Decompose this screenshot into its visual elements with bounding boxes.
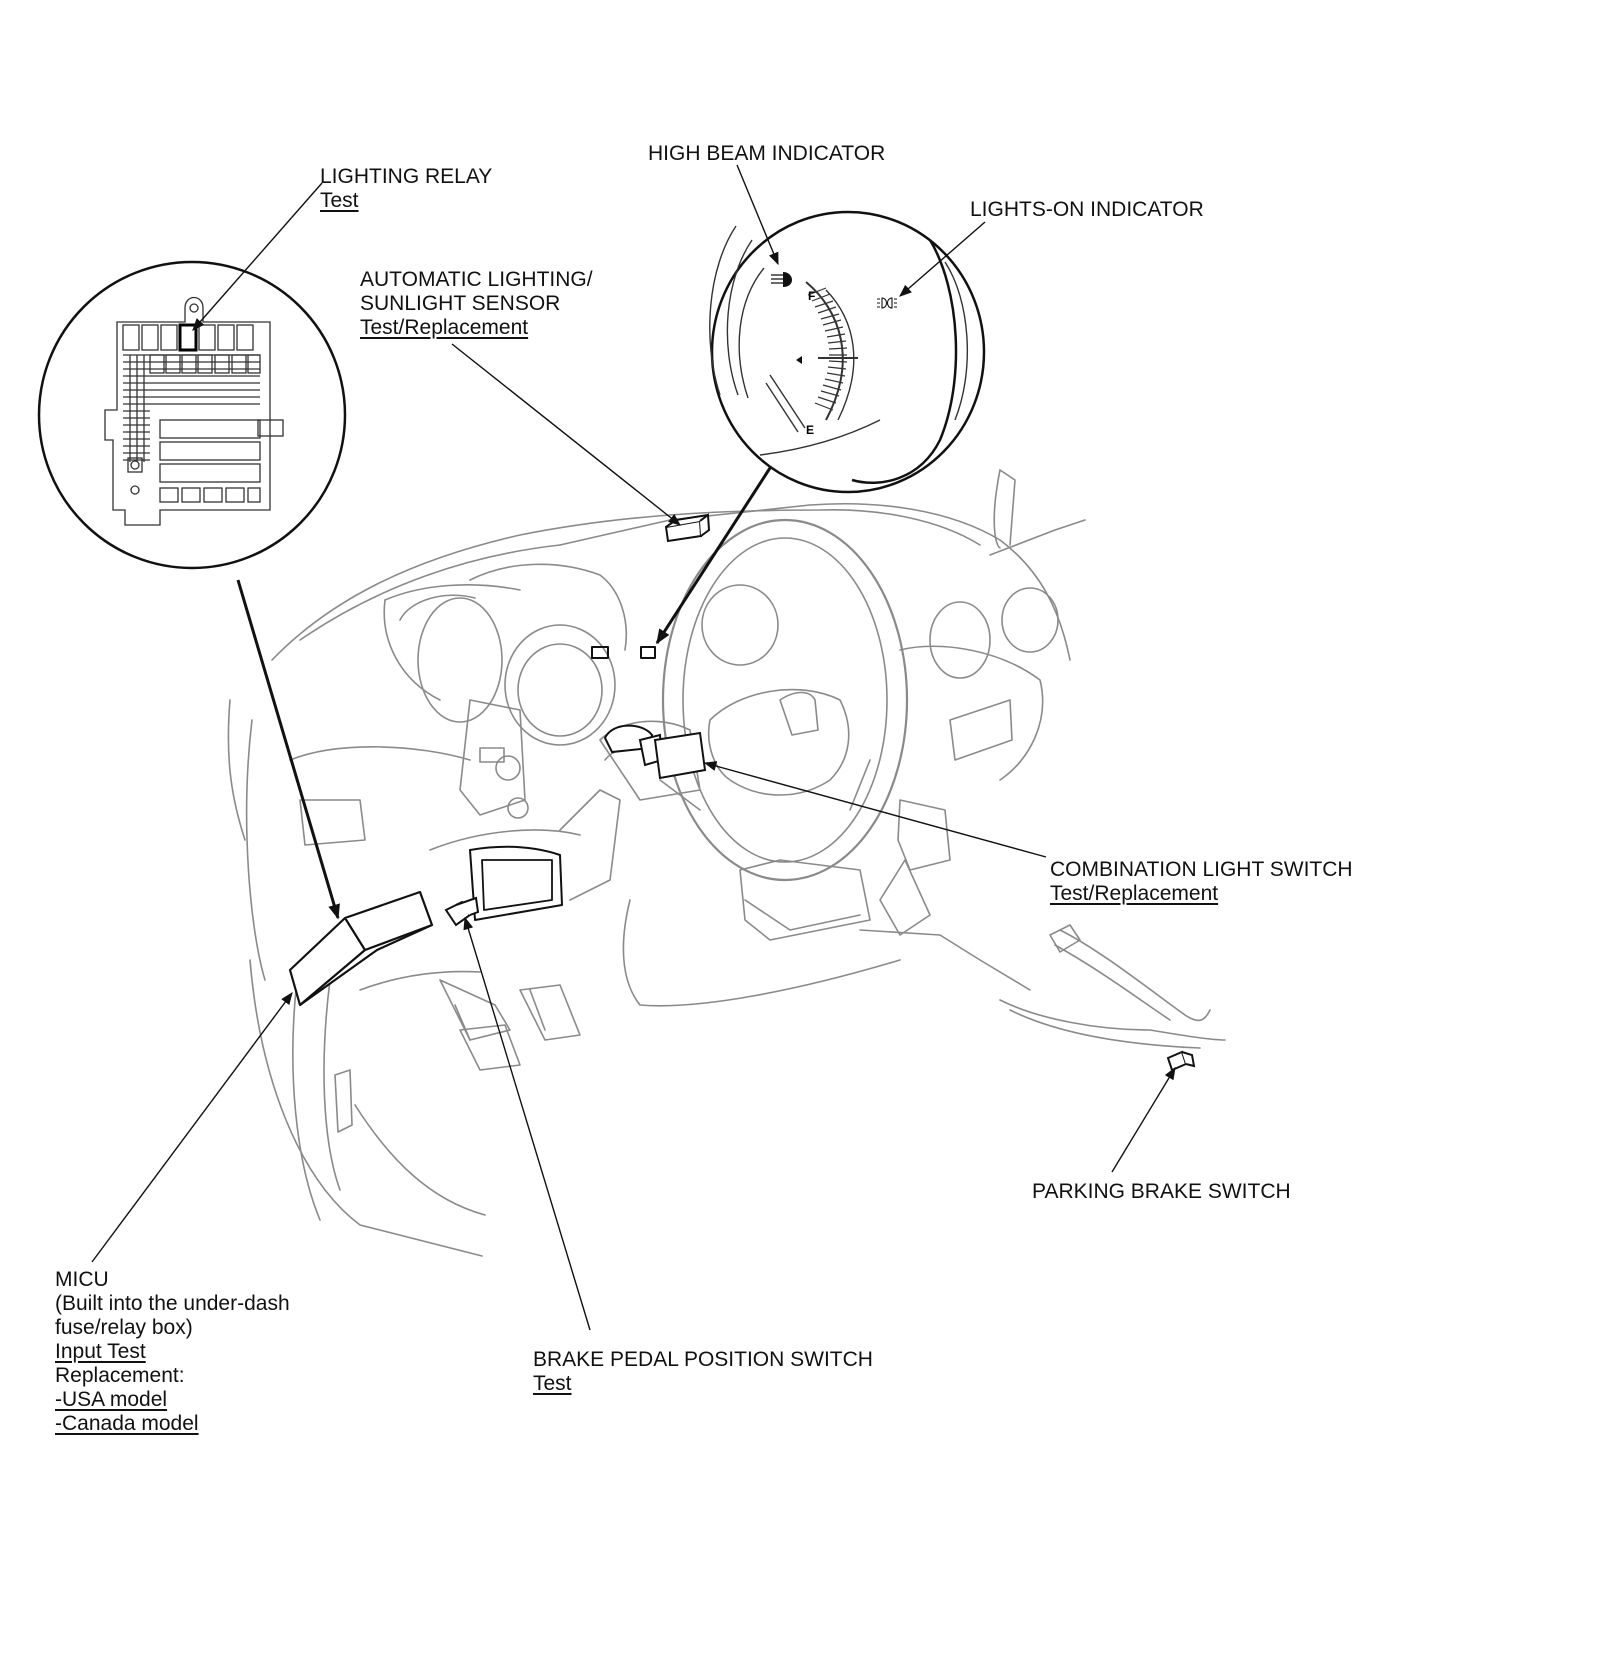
micu-replacement-label: Replacement: bbox=[55, 1364, 185, 1387]
parking-brake-switch-body bbox=[1166, 1050, 1196, 1072]
auto-light-sensor-link[interactable]: Test/Replacement bbox=[360, 316, 529, 339]
combination-light-switch-callout: COMBINATION LIGHT SWITCH Test/Replacemen… bbox=[1050, 858, 1353, 906]
micu-usa-model-link[interactable]: -USA model bbox=[55, 1388, 168, 1411]
brake-switch-body bbox=[444, 896, 480, 927]
gauge-connector-leader bbox=[655, 467, 772, 645]
micu-box bbox=[288, 890, 434, 1007]
sunlight-sensor-leader bbox=[451, 343, 681, 526]
leader-lines bbox=[91, 164, 1176, 1331]
dashboard-outline bbox=[227, 469, 1226, 1257]
micu-leader bbox=[91, 991, 293, 1263]
lighting-relay-test-link[interactable]: Test bbox=[320, 189, 359, 212]
micu-title: MICU bbox=[55, 1268, 109, 1291]
combination-light-switch-link[interactable]: Test/Replacement bbox=[1050, 882, 1219, 905]
gauge-magnifier: F E bbox=[709, 210, 986, 494]
lighting-relay-leader bbox=[192, 182, 323, 331]
high-beam-indicator-callout: HIGH BEAM INDICATOR bbox=[648, 142, 885, 166]
fuse-box-magnifier bbox=[37, 260, 347, 570]
fuse-box-icon bbox=[104, 296, 284, 526]
auto-light-sensor-callout: AUTOMATIC LIGHTING/ SUNLIGHT SENSOR Test… bbox=[360, 268, 593, 340]
micu-desc-line1: (Built into the under-dash bbox=[55, 1292, 290, 1315]
combination-switch-leader bbox=[703, 761, 1047, 858]
high-beam-leader bbox=[736, 164, 779, 266]
parking-brake-leader bbox=[1111, 1066, 1176, 1173]
micu-input-test-link[interactable]: Input Test bbox=[55, 1340, 146, 1363]
parking-brake-switch-callout: PARKING BRAKE SWITCH bbox=[1032, 1180, 1291, 1204]
brake-pedal-switch-title: BRAKE PEDAL POSITION SWITCH bbox=[533, 1348, 873, 1371]
lights-on-leader bbox=[899, 221, 986, 297]
micu-desc-line2: fuse/relay box) bbox=[55, 1316, 193, 1339]
parking-brake-switch-title: PARKING BRAKE SWITCH bbox=[1032, 1180, 1291, 1203]
gauge-full-mark: F bbox=[808, 289, 815, 303]
lights-on-indicator-callout: LIGHTS-ON INDICATOR bbox=[970, 198, 1204, 222]
brake-switch-leader bbox=[463, 916, 591, 1331]
high-beam-icon bbox=[771, 272, 793, 287]
micu-callout: MICU (Built into the under-dash fuse/rel… bbox=[55, 1268, 290, 1436]
micu-connector-leader bbox=[236, 579, 340, 920]
auto-light-sensor-title-line2: SUNLIGHT SENSOR bbox=[360, 292, 561, 315]
brake-pedal-switch-callout: BRAKE PEDAL POSITION SWITCH Test bbox=[533, 1348, 873, 1396]
fuel-scale-ticks bbox=[807, 287, 858, 411]
gauge-empty-mark: E bbox=[806, 423, 814, 437]
auto-light-sensor-title-line1: AUTOMATIC LIGHTING/ bbox=[360, 268, 593, 291]
combination-switch-body bbox=[603, 724, 707, 780]
lighting-relay-title: LIGHTING RELAY bbox=[320, 165, 493, 188]
lights-on-icon bbox=[877, 297, 897, 309]
combination-light-switch-title: COMBINATION LIGHT SWITCH bbox=[1050, 858, 1353, 881]
lights-on-indicator-title: LIGHTS-ON INDICATOR bbox=[970, 198, 1204, 221]
micu-canada-model-link[interactable]: -Canada model bbox=[55, 1412, 199, 1435]
gauge-pointer-mark bbox=[796, 356, 802, 364]
high-beam-indicator-title: HIGH BEAM INDICATOR bbox=[648, 142, 886, 165]
brake-pedal-switch-test-link[interactable]: Test bbox=[533, 1372, 572, 1395]
lighting-relay-callout: LIGHTING RELAY Test bbox=[320, 165, 492, 213]
